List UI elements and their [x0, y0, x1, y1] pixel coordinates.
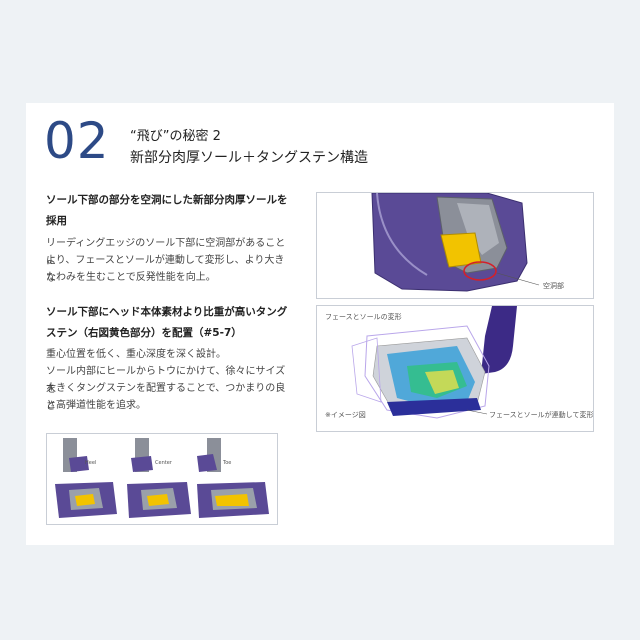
cavity-figure: 空洞部: [316, 192, 594, 299]
sole-cavity-illustration: [317, 193, 593, 298]
tungsten-placement-illustration: [47, 434, 277, 524]
center-label: Center: [155, 460, 172, 466]
block2-body-line2: ソール内部にヒールからトウにかけて、徐々にサイズを: [46, 366, 286, 395]
block1-heading-line1: ソール下部の部分を空洞にした新部分肉厚ソールを: [46, 194, 288, 206]
heel-label: Heel: [85, 460, 97, 466]
deformation-simulation-illustration: [317, 306, 593, 431]
section-title-line2: 新部分肉厚ソール＋タングステン構造: [130, 150, 368, 166]
tungsten-placement-figure: Heel Center Toe: [46, 433, 278, 525]
deformation-caption: フェースとソールが連動して変形: [489, 411, 594, 419]
block1-body-line3: たわみを生むことで反発性能を向上。: [46, 272, 216, 283]
block1-body-line1: リーディングエッジのソール下部に空洞部があることに: [46, 238, 286, 267]
image-note: ※イメージ図: [325, 411, 366, 419]
deformation-title: フェースとソールの変形: [325, 313, 402, 321]
section-title-line1: “飛び”の秘密 2: [130, 129, 221, 144]
block1-body-line2: より、フェースとソールが連動して変形し、より大きな: [46, 255, 285, 284]
toe-label: Toe: [223, 460, 232, 466]
block2-body-line1: 重心位置を低く、重心深度を深く設計。: [46, 349, 226, 360]
section-number: 02: [44, 112, 110, 170]
block2-body-line4: と高弾道性能を追求。: [46, 400, 146, 411]
block1-heading-line2: 採用: [46, 215, 67, 227]
deformation-figure: フェースとソールの変形 ※イメージ図 フェースとソールが連動して変形: [316, 305, 594, 432]
block2-heading-line2: ステン（右図黄色部分）を配置（#5-7）: [46, 327, 242, 339]
block2-heading-line1: ソール下部にヘッド本体素材より比重が高いタング: [46, 306, 288, 318]
block2-body-line3: 大きくタングステンを配置することで、つかまりの良さ: [46, 383, 286, 412]
cavity-label: 空洞部: [543, 282, 564, 290]
